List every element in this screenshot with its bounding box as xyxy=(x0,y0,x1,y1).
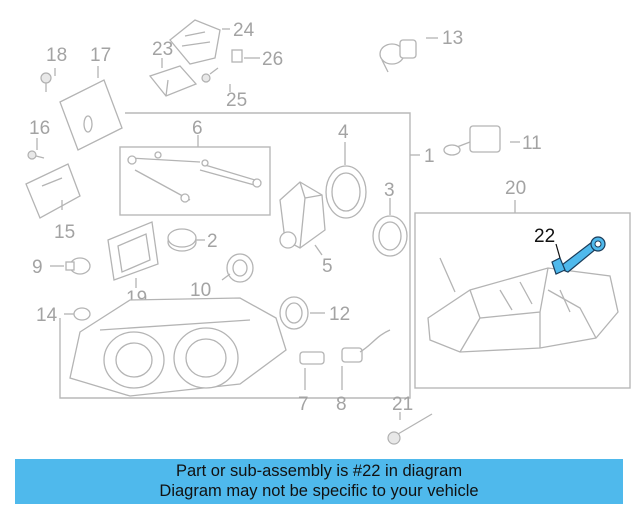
part-13-bulb xyxy=(379,39,417,73)
part-2-grommet xyxy=(167,228,197,252)
callout-9: 9 xyxy=(32,257,43,278)
part-26-clip xyxy=(231,49,243,63)
banner-line-2: Diagram may not be specific to your vehi… xyxy=(159,482,479,500)
part-20-mounting-bracket xyxy=(427,257,619,353)
part-7-bulb xyxy=(299,351,325,365)
headlamp-housing xyxy=(69,297,287,397)
part-22-bracket-highlighted xyxy=(551,236,606,275)
callout-6: 6 xyxy=(192,118,203,139)
callout-3: 3 xyxy=(384,180,395,201)
callout-25: 25 xyxy=(226,90,247,111)
callout-13: 13 xyxy=(442,28,463,49)
callout-21: 21 xyxy=(392,394,413,415)
callout-8: 8 xyxy=(336,394,347,415)
part-24-bracket xyxy=(169,19,221,65)
callout-15: 15 xyxy=(54,222,75,243)
part-6-leveling-rods xyxy=(127,151,262,203)
part-20-box xyxy=(414,212,631,389)
part-12-socket xyxy=(279,296,309,330)
part-18-screw xyxy=(40,72,52,92)
part-15-ballast xyxy=(25,163,81,219)
info-banner: Part or sub-assembly is #22 in diagram D… xyxy=(15,459,623,504)
callout-14: 14 xyxy=(36,305,58,326)
part-14-cap xyxy=(73,307,91,321)
part-4-cap-ring xyxy=(325,165,367,219)
part-16-screw xyxy=(27,150,45,160)
callout-10: 10 xyxy=(190,280,211,301)
callout-17: 17 xyxy=(90,45,111,66)
part-17-control-module xyxy=(59,79,123,151)
part-10-bulb-socket xyxy=(226,253,254,283)
callout-2: 2 xyxy=(207,231,218,252)
part-9-bulb xyxy=(65,257,91,275)
callout-20: 20 xyxy=(505,178,526,199)
callout-26: 26 xyxy=(262,49,283,70)
callout-1: 1 xyxy=(424,146,435,167)
callout-24: 24 xyxy=(233,20,255,41)
callout-18: 18 xyxy=(46,45,67,66)
part-6-box xyxy=(119,146,271,216)
part-5-projector-module xyxy=(279,181,326,249)
part-23-module xyxy=(148,65,198,97)
callout-4: 4 xyxy=(338,122,349,143)
callout-22: 22 xyxy=(534,226,555,247)
callout-11: 11 xyxy=(522,133,542,154)
callout-7: 7 xyxy=(298,394,309,415)
part-11-xenon-bulb xyxy=(443,125,501,156)
callout-5: 5 xyxy=(322,256,333,277)
part-3-seal-ring xyxy=(372,215,408,257)
part-19-cover-plate xyxy=(107,221,159,281)
callout-16: 16 xyxy=(29,118,50,139)
banner-line-1: Part or sub-assembly is #22 in diagram xyxy=(175,462,463,480)
part-21-bolt xyxy=(387,413,433,445)
assembly-1-outline xyxy=(59,112,411,399)
part-25-screw xyxy=(201,67,219,83)
callout-23: 23 xyxy=(152,39,173,60)
callout-12: 12 xyxy=(329,304,350,325)
part-8-wiring-harness xyxy=(341,329,391,363)
